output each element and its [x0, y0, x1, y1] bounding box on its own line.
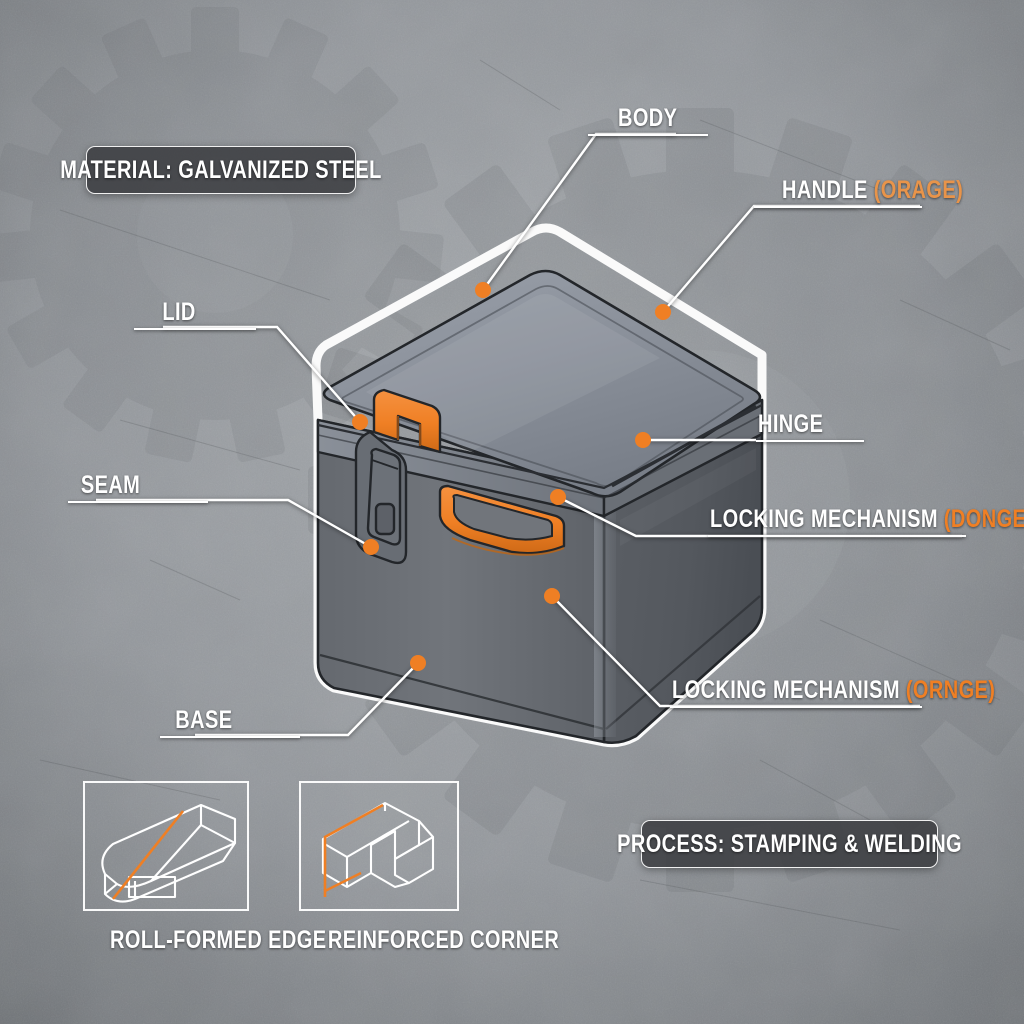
callout-lock-ornge: LOCKING MECHANISM (ORNGE): [670, 678, 995, 708]
roll-formed-edge-wireframe: [101, 803, 237, 903]
callout-lid: LID: [100, 298, 256, 330]
callout-lock-donge-rule: [708, 534, 966, 537]
callout-lock-donge-label: LOCKING MECHANISM (DONGE): [710, 505, 1024, 533]
leader-lid: [163, 325, 368, 430]
callout-seam: SEAM: [28, 471, 208, 503]
leader-hinge: [635, 432, 756, 448]
callout-base-label: BASE: [174, 706, 232, 734]
callout-lid-label: LID: [162, 298, 196, 326]
badge-process: PROCESS: STAMPING & WELDING: [617, 820, 962, 868]
callout-handle-label: HANDLE (ORAGE): [782, 176, 964, 204]
callout-base: BASE: [120, 706, 300, 738]
callout-lock-ornge-rule: [670, 705, 922, 708]
leader-base: [195, 655, 426, 737]
lid-bevel: [341, 285, 744, 487]
callout-hinge-label: HINGE: [758, 410, 824, 438]
inset-reinforced-corner-frame: [299, 781, 459, 911]
callout-seam-label: SEAM: [80, 471, 140, 499]
leader-seam: [96, 498, 379, 555]
reinforced-corner-wireframe: [321, 801, 435, 897]
inset-roll-formed-edge-frame: [83, 781, 249, 911]
reinforced-corner-accent: [323, 803, 384, 897]
inset-roll-formed-edge: ROLL-FORMED EDGE: [83, 781, 327, 954]
inset-reinforced-corner: REINFORCED CORNER: [299, 781, 560, 954]
callout-hinge: HINGE: [756, 410, 864, 442]
callout-seam-rule: [68, 500, 208, 503]
callout-body-rule: [588, 133, 708, 136]
badge-material: MATERIAL: GALVANIZED STEEL: [60, 146, 381, 194]
draw-latch: [354, 430, 408, 565]
leader-body: [475, 132, 676, 298]
badge-process-label: PROCESS: STAMPING & WELDING: [617, 829, 962, 858]
hinge-line: [611, 404, 757, 488]
callout-body: BODY: [588, 104, 738, 136]
latch-clip-orange: [372, 388, 442, 454]
corner-highlight: [594, 487, 616, 737]
base-seam-line: [319, 653, 605, 731]
callout-body-label: BODY: [618, 104, 678, 132]
handle-orange: [438, 484, 566, 556]
callout-lock-donge: LOCKING MECHANISM (DONGE): [708, 507, 1024, 537]
inset-roll-formed-edge-caption: ROLL-FORMED EDGE: [110, 926, 327, 954]
callout-handle-rule: [754, 205, 922, 208]
leader-handle: [655, 204, 920, 320]
callout-hinge-rule: [756, 439, 864, 442]
inset-reinforced-corner-caption: REINFORCED CORNER: [327, 926, 560, 954]
callout-handle: HANDLE (ORAGE): [754, 178, 963, 208]
badge-material-label: MATERIAL: GALVANIZED STEEL: [60, 155, 382, 184]
callout-lock-ornge-label: LOCKING MECHANISM (ORNGE): [672, 676, 996, 704]
callout-lid-rule: [134, 327, 256, 330]
callout-base-rule: [160, 735, 300, 738]
roll-formed-edge-accent: [111, 810, 185, 900]
